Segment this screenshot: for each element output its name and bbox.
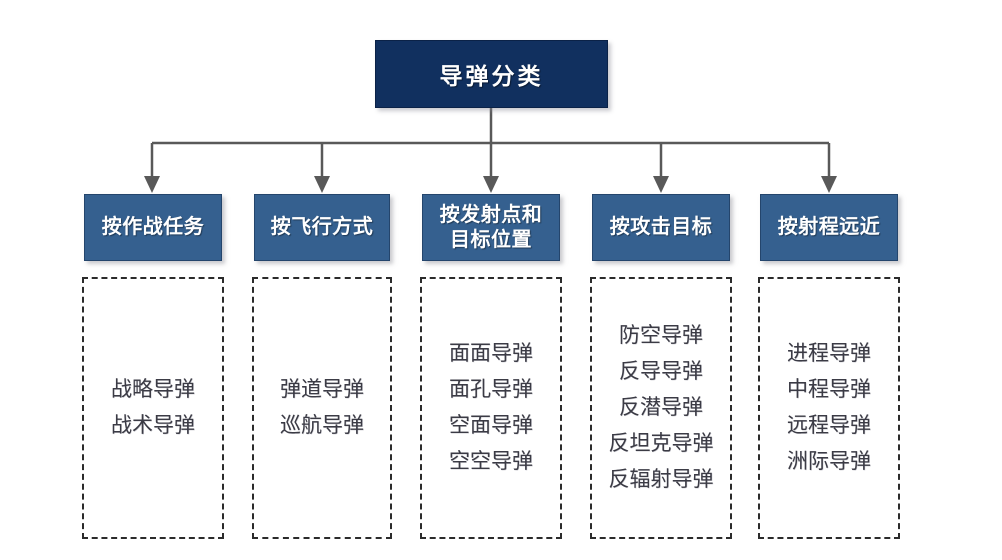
category-node-4[interactable]: 按射程远近 [760,194,898,261]
leaf-item: 战略导弹 [111,378,195,401]
connector-arrowheads [144,176,837,193]
category-node-2[interactable]: 按发射点和 目标位置 [422,194,560,261]
root-node-label: 导弹分类 [439,63,544,89]
category-node-label: 按攻击目标 [609,216,713,238]
category-node-label: 按射程远近 [777,216,881,238]
leaf-item: 反坦克导弹 [608,432,714,455]
leaf-item: 弹道导弹 [280,378,364,401]
leaf-item: 巡航导弹 [280,414,364,437]
arrowhead-3 [653,176,669,193]
leaf-item: 进程导弹 [787,342,871,365]
leaf-item: 反潜导弹 [619,396,703,419]
category-node-label: 按飞行方式 [270,216,374,238]
leaf-item: 面孔导弹 [449,378,533,401]
leaf-item: 远程导弹 [787,414,871,437]
root-node[interactable]: 导弹分类 [375,40,608,108]
arrowhead-2 [483,176,499,193]
leaf-box-4: 进程导弹 中程导弹 远程导弹 洲际导弹 [758,277,900,539]
category-node-label: 按发射点和 目标位置 [439,203,543,251]
leaf-item: 防空导弹 [619,324,703,347]
category-node-0[interactable]: 按作战任务 [84,194,222,261]
category-node-label: 按作战任务 [101,216,205,238]
leaf-box-2: 面面导弹 面孔导弹 空面导弹 空空导弹 [420,277,562,539]
leaf-item: 反导导弹 [619,360,703,383]
leaf-box-3: 防空导弹 反导导弹 反潜导弹 反坦克导弹 反辐射导弹 [590,277,732,539]
arrowhead-1 [314,176,330,193]
leaf-item: 反辐射导弹 [608,468,714,491]
leaf-item: 空面导弹 [449,414,533,437]
arrowhead-4 [821,176,837,193]
leaf-box-0: 战略导弹 战术导弹 [82,277,224,539]
leaf-box-1: 弹道导弹 巡航导弹 [252,277,392,539]
arrowhead-0 [144,176,160,193]
category-node-3[interactable]: 按攻击目标 [592,194,730,261]
category-node-1[interactable]: 按飞行方式 [254,194,390,261]
leaf-item: 空空导弹 [449,450,533,473]
leaf-item: 中程导弹 [787,378,871,401]
leaf-item: 战术导弹 [111,414,195,437]
leaf-item: 面面导弹 [449,342,533,365]
leaf-item: 洲际导弹 [787,450,871,473]
